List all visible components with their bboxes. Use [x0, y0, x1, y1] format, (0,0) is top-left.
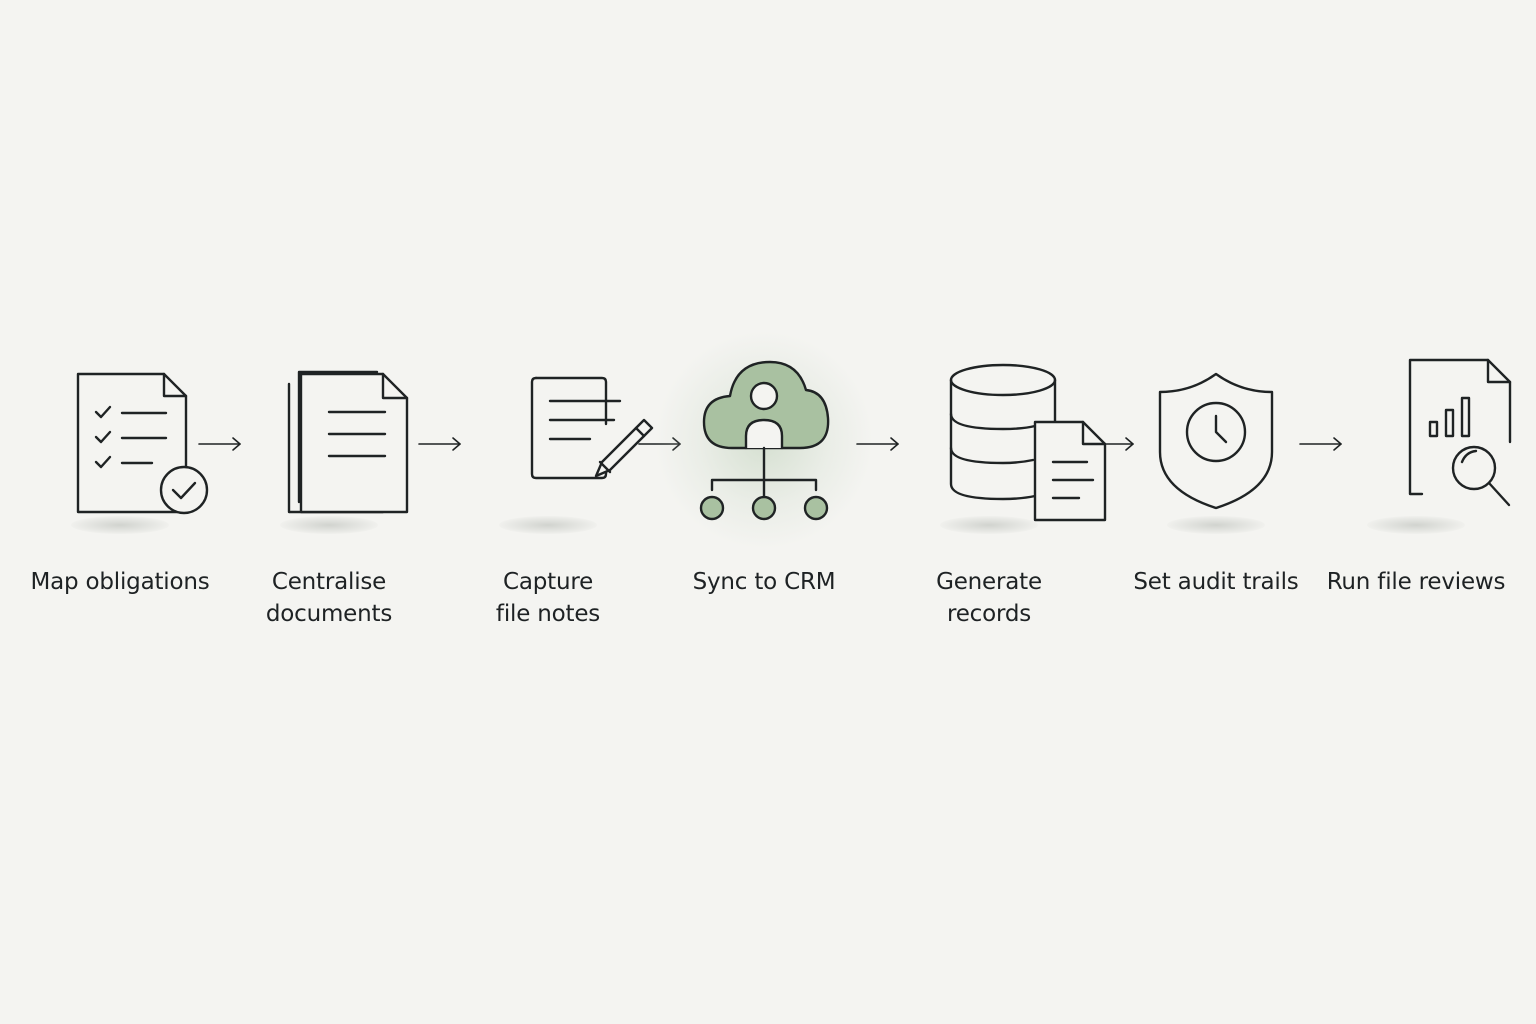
icon-shadow — [280, 516, 378, 534]
step-generate-records: Generate records — [869, 350, 1109, 650]
icon-shadow — [499, 516, 597, 534]
step-label: Centralise documents — [265, 569, 393, 627]
step-centralise-documents: Centralise documents — [209, 350, 449, 650]
step-label: Generate records — [936, 569, 1042, 627]
arrow-icon — [197, 432, 243, 456]
step-label: Set audit trails — [1133, 569, 1299, 595]
cloud-user-network-icon — [684, 350, 844, 540]
arrow-icon — [637, 432, 683, 456]
step-label: Run file reviews — [1326, 569, 1506, 595]
icon-shadow — [1167, 516, 1265, 534]
icon-shadow — [940, 516, 1038, 534]
arrow-icon — [417, 432, 463, 456]
step-label: Map obligations — [30, 569, 210, 595]
icon-shadow — [1367, 516, 1465, 534]
stacked-documents-icon — [249, 350, 409, 540]
icon-shadow — [71, 516, 169, 534]
step-capture-file-notes: Capture file notes — [428, 350, 668, 650]
step-run-file-reviews: Run file reviews — [1296, 350, 1536, 650]
step-sync-to-crm: Sync to CRM — [644, 330, 884, 650]
shield-clock-icon — [1136, 350, 1296, 540]
step-map-obligations: Map obligations — [0, 350, 240, 650]
database-document-icon — [909, 350, 1107, 540]
step-label: Capture file notes — [495, 569, 601, 627]
checklist-document-icon — [40, 350, 209, 540]
arrow-icon — [1298, 432, 1344, 456]
note-pencil-icon — [468, 350, 654, 540]
step-set-audit-trails: Set audit trails — [1096, 350, 1336, 650]
arrow-icon — [855, 432, 901, 456]
arrow-icon — [1090, 432, 1136, 456]
step-label: Sync to CRM — [692, 569, 836, 595]
report-magnifier-icon — [1336, 350, 1512, 540]
